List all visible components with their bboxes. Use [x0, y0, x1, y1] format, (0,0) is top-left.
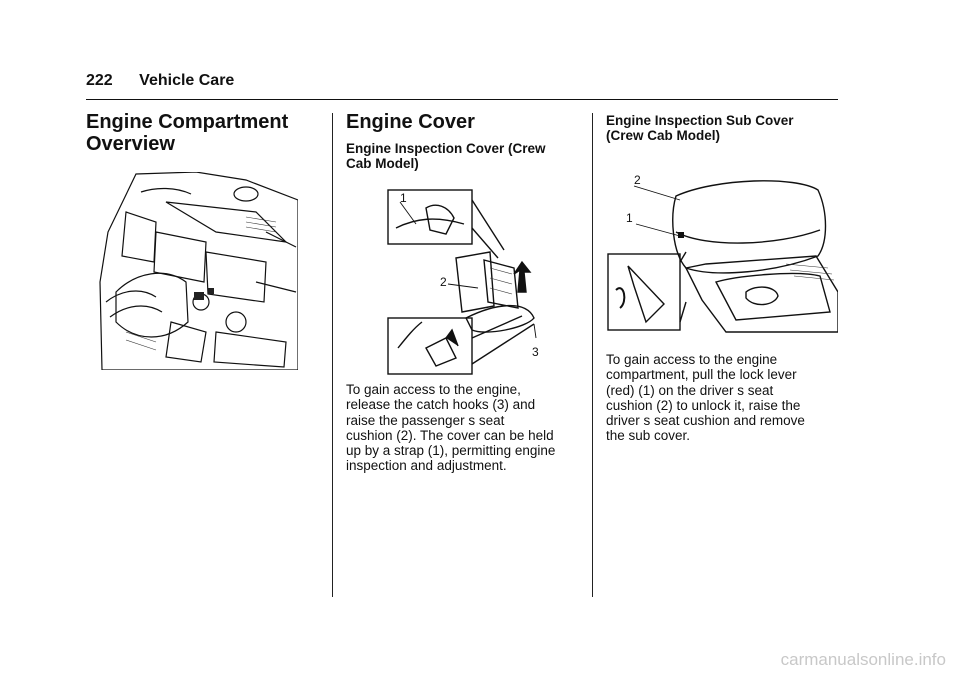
engine-cover-heading: Engine Cover	[346, 111, 475, 133]
section-title: Vehicle Care	[139, 72, 235, 89]
header-rule	[86, 99, 838, 100]
page-header: 222 Vehicle Care	[86, 72, 234, 90]
engine-compartment-heading: Engine Compartment Overview	[86, 111, 289, 155]
page-number: 222	[86, 72, 113, 89]
sub-cover-body: To gain access to the engine compartment…	[606, 352, 805, 444]
sub-cover-illustration: 2 1	[607, 173, 838, 333]
inspection-cover-body: To gain access to the engine, release th…	[346, 382, 556, 474]
engine-compartment-illustration	[99, 172, 298, 370]
inspection-cover-subheading: Engine Inspection Cover (Crew Cab Model)	[346, 141, 546, 171]
watermark: carmanualsonline.info	[780, 650, 946, 669]
callout-2: 2	[634, 173, 641, 187]
sub-cover-subheading: Engine Inspection Sub Cover (Crew Cab Mo…	[606, 113, 794, 143]
column-divider-1	[332, 113, 333, 597]
column-divider-2	[592, 113, 593, 597]
callout-3: 3	[532, 345, 539, 359]
callout-1: 1	[626, 211, 633, 225]
callout-1: 1	[400, 191, 407, 205]
callout-2: 2	[440, 275, 447, 289]
inspection-cover-illustration: 1 2 3	[387, 189, 539, 375]
